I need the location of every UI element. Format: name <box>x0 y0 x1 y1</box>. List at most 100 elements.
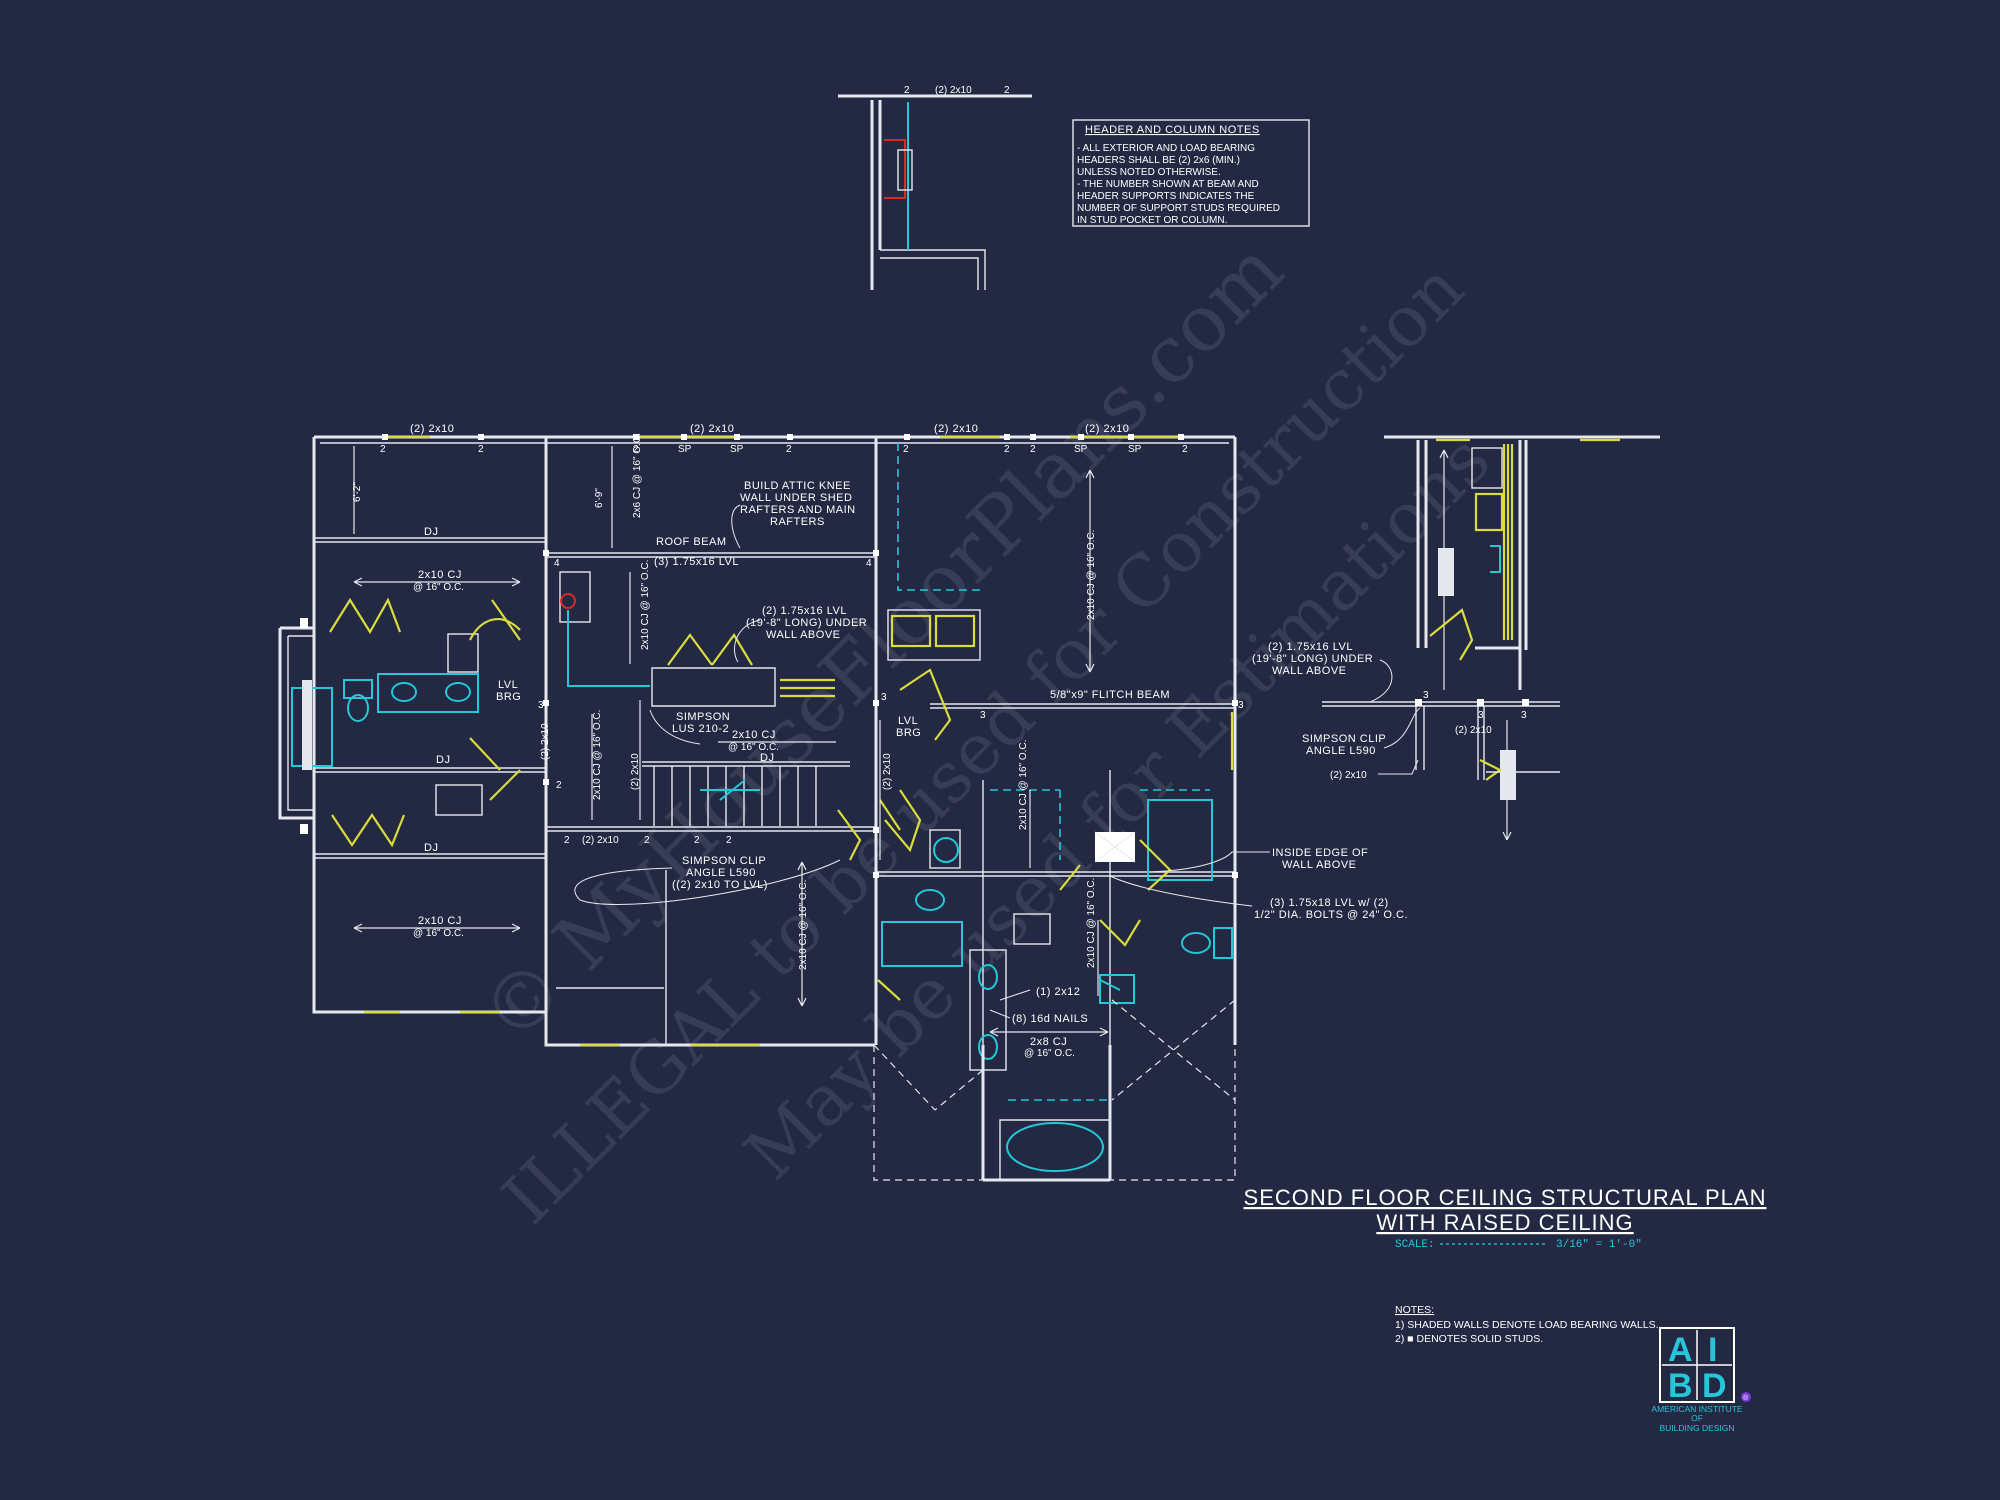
label-knee-1: BUILD ATTIC KNEE <box>744 480 851 492</box>
detail-lvl: (19'-8" LONG) UNDER <box>1252 653 1373 665</box>
header-notes-title: HEADER AND COLUMN NOTES <box>1085 124 1260 136</box>
red-fixture <box>884 139 906 199</box>
logo-reg-mark: ® <box>1743 1394 1749 1402</box>
label-roof-beam: ROOF BEAM <box>656 536 727 548</box>
label-cj: 2x10 CJ <box>418 569 462 581</box>
header-notes: HEADER AND COLUMN NOTES - ALL EXTERIOR A… <box>1072 119 1310 227</box>
logo-letter-a: A <box>1668 1331 1693 1369</box>
drawing-subtitle: WITH RAISED CEILING <box>1376 1210 1633 1235</box>
scale-value: 3/16" = 1'-0" <box>1556 1239 1642 1251</box>
label-stud-count: 2 <box>1182 444 1188 455</box>
note-item: 2) ■ DENOTES SOLID STUDS. <box>1395 1333 1543 1345</box>
label-v-2x10: (2) 2x10 <box>882 753 893 790</box>
watermark: © MyHouseFloorPlans.com ILLEGAL to be us… <box>465 225 1506 1240</box>
detail-lvl: (2) 1.75x16 LVL <box>1268 641 1353 653</box>
top-detail-label: (2) 2x10 <box>935 85 972 96</box>
logo-letter-b: B <box>1668 1367 1693 1405</box>
title-block: SECOND FLOOR CEILING STRUCTURAL PLAN WIT… <box>1244 1185 1766 1251</box>
label-sp: SP <box>678 444 692 455</box>
label-header-3: (2) 2x10 <box>934 423 978 435</box>
label-simpson-lus: SIMPSON <box>676 711 730 723</box>
label-dj: DJ <box>424 842 438 854</box>
label-lvl-brg: BRG <box>496 691 521 703</box>
label-stud-count: 2 <box>380 444 386 455</box>
label-stud-count: 2 <box>903 444 909 455</box>
label-2x12: (1) 2x12 <box>1036 986 1080 998</box>
detail-n3: 3 <box>1478 710 1484 721</box>
detail-clip: SIMPSON CLIP <box>1302 733 1386 745</box>
label-sp: SP <box>730 444 744 455</box>
label-lvl-2c: WALL ABOVE <box>766 629 841 641</box>
label-stud-count: 4 <box>554 558 560 569</box>
label-bottom-hdr: (2) 2x10 <box>582 835 619 846</box>
label-stud-count: 4 <box>866 558 872 569</box>
label-stud-count: 3 <box>980 710 986 721</box>
notes-heading: NOTES: <box>1395 1304 1434 1316</box>
label-stud-count: 2 <box>1030 444 1036 455</box>
label-oc: @ 16" O.C. <box>728 742 779 753</box>
header-note-line: UNLESS NOTED OTHERWISE. <box>1077 167 1221 178</box>
logo-line-1: AMERICAN INSTITUTE <box>1651 1404 1742 1414</box>
label-stud-count: 3 <box>538 700 544 711</box>
label-sp: SP <box>1128 444 1142 455</box>
label-inside-edge: WALL ABOVE <box>1282 859 1357 871</box>
label-cj-vertical: 2x10 CJ @ 16" O.C. <box>1086 530 1097 620</box>
label-knee-3: RAFTERS AND MAIN <box>740 504 856 516</box>
label-lvl-brg: LVL <box>498 679 518 691</box>
top-detail-n2: 2 <box>1004 85 1010 96</box>
label-stud-count: 3 <box>881 692 887 703</box>
label-header-2: (2) 2x10 <box>690 423 734 435</box>
label-cj-vertical: 2x10 CJ @ 16" O.C. <box>798 880 809 970</box>
right-detail: (2) 1.75x16 LVL (19'-8" LONG) UNDER WALL… <box>1252 435 1660 841</box>
label-dj: DJ <box>424 526 438 538</box>
detail-hdr: (2) 2x10 <box>1330 770 1367 781</box>
label-oc: @ 16" O.C. <box>1024 1048 1075 1059</box>
label-stud-count: 2 <box>556 780 562 791</box>
floor-plan: (2) 2x10 (2) 2x10 (2) 2x10 (2) 2x10 2 2 … <box>278 423 1408 1182</box>
scale-label: SCALE: <box>1395 1239 1435 1251</box>
detail-lvl: WALL ABOVE <box>1272 665 1347 677</box>
logo-letter-d: D <box>1702 1367 1727 1405</box>
label-stud-count: 2 <box>786 444 792 455</box>
label-cj-vertical: 2x10 CJ @ 16" O.C. <box>1018 740 1029 830</box>
detail-clip: ANGLE L590 <box>1306 745 1376 757</box>
label-cj: 2x10 CJ <box>418 915 462 927</box>
note-item: 1) SHADED WALLS DENOTE LOAD BEARING WALL… <box>1395 1319 1659 1331</box>
detail-hdr: (2) 2x10 <box>1455 725 1492 736</box>
label-dim-6-2: 6'-2" <box>352 482 363 502</box>
label-dj: DJ <box>760 752 774 764</box>
header-note-line: HEADERS SHALL BE (2) 2x6 (MIN.) <box>1077 155 1240 166</box>
label-lvl18: (3) 1.75x18 LVL w/ (2) <box>1270 897 1389 909</box>
label-cj: 2x10 CJ <box>732 729 776 741</box>
logo-line-3: BUILDING DESIGN <box>1659 1423 1734 1433</box>
label-flitch: 5/8"x9" FLITCH BEAM <box>1050 689 1170 701</box>
logo-line-2: OF <box>1691 1413 1703 1423</box>
label-stud-count: 2 <box>564 835 570 846</box>
label-stud-count: 2 <box>726 835 732 846</box>
label-v-2x10: (2) 2x10 <box>630 753 641 790</box>
label-stud-count: 3 <box>1238 700 1244 711</box>
top-detail-n1: 2 <box>904 85 910 96</box>
header-note-line: - ALL EXTERIOR AND LOAD BEARING <box>1077 143 1255 154</box>
label-dim-6-9: 6'-9" <box>594 488 605 508</box>
label-sp: SP <box>1074 444 1088 455</box>
label-lvl-brg: BRG <box>896 727 921 739</box>
label-knee-2: WALL UNDER SHED <box>740 492 852 504</box>
label-simpson-clip: ANGLE L590 <box>686 867 756 879</box>
header-note-line: HEADER SUPPORTS INDICATES THE <box>1077 191 1255 202</box>
logo-letter-i: I <box>1708 1331 1717 1369</box>
label-lvl-3: (3) 1.75x16 LVL <box>654 556 739 568</box>
label-lvl18: 1/2" DIA. BOLTS @ 24" O.C. <box>1254 909 1408 921</box>
detail-n3: 3 <box>1521 710 1527 721</box>
watermark-line-3: May be used for Estimations <box>729 418 1506 1195</box>
label-cj-vertical: 2x10 CJ @ 16" O.C. <box>1086 878 1097 968</box>
top-detail: 2 (2) 2x10 2 <box>838 85 1032 290</box>
label-lvl-brg: LVL <box>898 715 918 727</box>
label-inside-edge: INSIDE EDGE OF <box>1272 847 1368 859</box>
red-fixture <box>560 593 576 609</box>
label-stud-count: 2 <box>644 835 650 846</box>
label-header-4: (2) 2x10 <box>1085 423 1129 435</box>
label-simpson-clip: ((2) 2x10 TO LVL) <box>672 879 768 891</box>
header-note-line: - THE NUMBER SHOWN AT BEAM AND <box>1077 179 1259 190</box>
